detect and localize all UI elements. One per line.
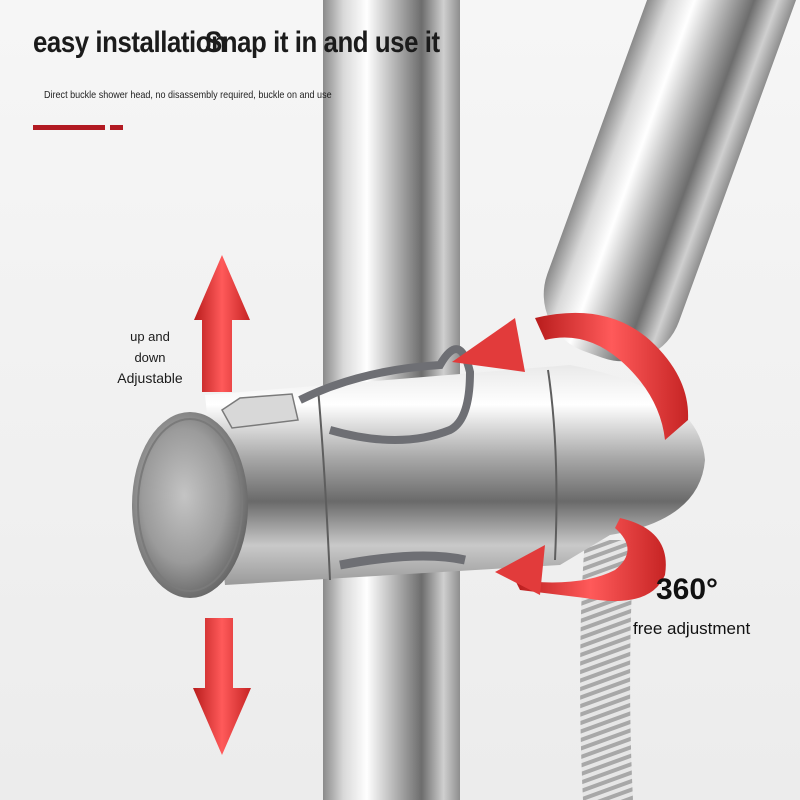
- page-title: easy installation Snap it in and use it: [33, 26, 440, 60]
- title-part-2: Snap it in and use it: [205, 26, 440, 59]
- updown-line-2: down: [134, 350, 166, 365]
- title-part-1: easy installation: [33, 26, 227, 59]
- rotation-caption: free adjustment: [633, 619, 751, 638]
- accent-bar-short: [110, 125, 123, 130]
- accent-bar: [33, 125, 105, 130]
- rotation-value: 360°: [656, 573, 719, 606]
- subtitle: Direct buckle shower head, no disassembl…: [44, 89, 332, 101]
- rotate-arrow-icon: [535, 312, 689, 440]
- updown-line-1: up and: [130, 329, 170, 344]
- down-arrow-icon: [193, 618, 251, 755]
- updown-line-3: Adjustable: [117, 370, 183, 386]
- up-arrow-icon: [194, 255, 250, 392]
- updown-caption: up and down Adjustable: [100, 326, 200, 389]
